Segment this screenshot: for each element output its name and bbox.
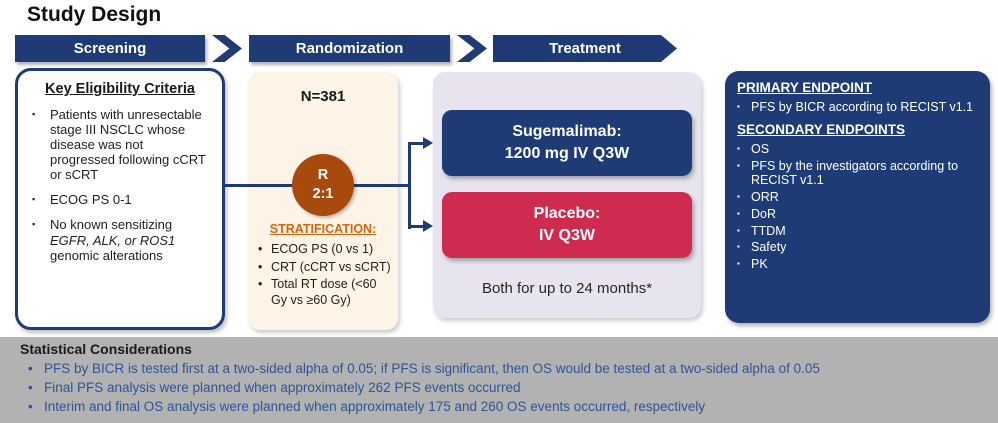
- banner-treatment: Treatment: [493, 35, 677, 62]
- square-bullet-icon: [737, 142, 751, 157]
- square-bullet-icon: [737, 207, 751, 222]
- statistical-bullet-text: Final PFS analysis were planned when app…: [44, 380, 521, 396]
- secondary-endpoint-bullet: TTDM: [737, 224, 978, 239]
- secondary-endpoint-text: ORR: [751, 190, 779, 204]
- banner-randomization-label: Randomization: [295, 40, 404, 57]
- square-bullet-icon: [737, 100, 751, 115]
- stratification-list: ECOG PS (0 vs 1) CRT (cCRT vs sCRT) Tota…: [258, 242, 394, 311]
- statistical-bullet: Interim and final OS analysis were plann…: [20, 397, 978, 416]
- secondary-endpoint-bullet: PK: [737, 257, 978, 272]
- secondary-endpoint-text: Safety: [751, 240, 787, 255]
- treatment-duration-note: Both for up to 24 months*: [481, 280, 653, 297]
- stratification-bullet: CRT (cCRT vs sCRT): [258, 260, 394, 276]
- chevron-right-icon: [457, 35, 487, 62]
- banner-screening: Screening: [15, 35, 205, 62]
- square-bullet-icon: [737, 240, 751, 255]
- arrowhead-right-icon: [423, 137, 433, 149]
- branch-arm-bottom-line: [408, 225, 424, 228]
- stratification-bullet-text: CRT (cCRT vs sCRT): [271, 259, 391, 274]
- square-bullet-icon: [737, 257, 751, 272]
- banner-screening-label: Screening: [73, 40, 147, 57]
- stratification-bullet-text: Total RT dose (<60 Gy vs ≥60 Gy): [271, 277, 377, 307]
- secondary-endpoint-text: DoR: [751, 206, 777, 221]
- secondary-endpoint-bullet: ORR: [737, 190, 978, 205]
- treatment-panel: Sugemalimab: 1200 mg IV Q3W Placebo: IV …: [433, 72, 701, 318]
- statistical-bullet-text: Interim and final OS analysis were plann…: [44, 399, 706, 415]
- eligibility-bullet-post: genomic alterations: [50, 247, 163, 263]
- randomization-panel: N=381 R 2:1 STRATIFICATION: ECOG PS (0 v…: [248, 72, 398, 330]
- eligibility-gene-names-italic: EGFR, ALK, or ROS1: [50, 232, 176, 248]
- placebo-arm-box: Placebo: IV Q3W: [442, 192, 692, 258]
- secondary-endpoint-bullet: DoR: [737, 207, 978, 222]
- statistical-considerations-panel: Statistical Considerations PFS by BICR i…: [0, 337, 998, 423]
- randomization-ratio: 2:1: [312, 186, 334, 202]
- eligibility-bullet-text: No known sensitizing EGFR, ALK, or ROS1 …: [50, 217, 210, 262]
- eligibility-bullet-text: ECOG PS 0-1: [50, 192, 132, 208]
- eligibility-bullet: ECOG PS 0-1: [30, 192, 210, 207]
- placebo-arm-name: Placebo:: [533, 205, 601, 223]
- page-title: Study Design: [27, 3, 162, 26]
- primary-endpoint-text: PFS by BICR according to RECIST v1.1: [751, 100, 974, 114]
- eligibility-panel: Key Eligibility Criteria Patients with u…: [15, 68, 225, 330]
- eligibility-bullet-pre: No known sensitizing: [50, 217, 173, 233]
- placebo-arm-dose: IV Q3W: [538, 227, 595, 244]
- banner-randomization: Randomization: [249, 35, 450, 62]
- sugemalimab-arm-dose: 1200 mg IV Q3W: [504, 145, 630, 162]
- dot-bullet-icon: [258, 260, 271, 276]
- dot-bullet-icon: [258, 242, 271, 258]
- endpoints-panel: PRIMARY ENDPOINT PFS by BICR according t…: [725, 71, 990, 323]
- secondary-endpoint-text: PFS by the investigators according to RE…: [751, 158, 959, 188]
- square-bullet-icon: [30, 107, 50, 182]
- stratification-bullet: Total RT dose (<60 Gy vs ≥60 Gy): [258, 277, 394, 308]
- eligibility-heading: Key Eligibility Criteria: [45, 81, 195, 97]
- square-bullet-icon: [737, 190, 751, 205]
- arrowhead-right-icon: [423, 220, 433, 232]
- eligibility-bullet: Patients with unresectable stage III NSC…: [30, 107, 210, 182]
- primary-endpoint-heading: PRIMARY ENDPOINT: [737, 80, 873, 95]
- dot-bullet-icon: [258, 277, 271, 308]
- square-bullet-icon: [737, 224, 751, 239]
- stratification-bullet: ECOG PS (0 vs 1): [258, 242, 394, 258]
- square-bullet-icon: [737, 159, 751, 189]
- primary-endpoint-bullet: PFS by BICR according to RECIST v1.1: [737, 100, 978, 115]
- chevron-right-icon: [212, 35, 242, 62]
- statistical-bullet-text: PFS by BICR is tested first at a two-sid…: [44, 361, 820, 376]
- sample-size-label: N=381: [300, 88, 346, 105]
- randomization-circle: R 2:1: [292, 154, 354, 216]
- dot-bullet-icon: [20, 378, 44, 397]
- secondary-endpoint-bullet: OS: [737, 142, 978, 157]
- statistical-bullet: PFS by BICR is tested first at a two-sid…: [20, 359, 978, 378]
- dot-bullet-icon: [20, 359, 44, 378]
- banner-treatment-label: Treatment: [549, 40, 621, 57]
- eligibility-bullet: No known sensitizing EGFR, ALK, or ROS1 …: [30, 217, 210, 262]
- statistical-considerations-heading: Statistical Considerations: [20, 341, 192, 357]
- branch-arm-top-line: [408, 142, 424, 145]
- eligibility-bullet-text: Patients with unresectable stage III NSC…: [50, 107, 206, 183]
- dot-bullet-icon: [20, 397, 44, 416]
- stratification-heading: STRATIFICATION:: [269, 222, 377, 236]
- secondary-endpoint-text: TTDM: [751, 223, 786, 238]
- stratification-bullet-text: ECOG PS (0 vs 1): [271, 242, 374, 256]
- square-bullet-icon: [30, 192, 50, 207]
- randomization-circle-r: R: [317, 167, 329, 184]
- secondary-endpoints-heading: SECONDARY ENDPOINTS: [737, 121, 906, 137]
- secondary-endpoint-bullet: Safety: [737, 240, 978, 255]
- secondary-endpoint-text: OS: [751, 141, 770, 156]
- secondary-endpoint-text: PK: [751, 257, 768, 271]
- statistical-bullet: Final PFS analysis were planned when app…: [20, 378, 978, 397]
- sugemalimab-arm-box: Sugemalimab: 1200 mg IV Q3W: [442, 110, 692, 176]
- secondary-endpoint-bullet: PFS by the investigators according to RE…: [737, 159, 978, 189]
- sugemalimab-arm-name: Sugemalimab:: [512, 123, 622, 141]
- square-bullet-icon: [30, 217, 50, 262]
